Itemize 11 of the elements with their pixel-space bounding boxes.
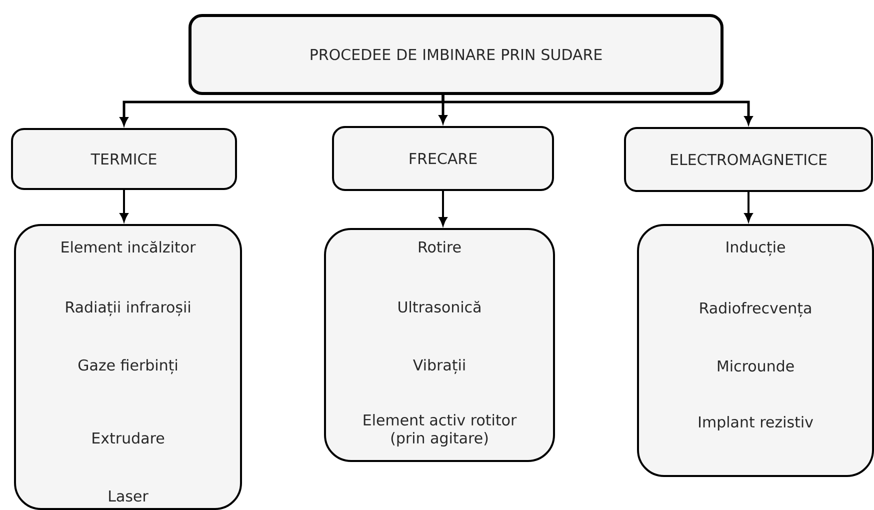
title-box: PROCEDEE DE IMBINARE PRIN SUDARE [188,14,724,95]
list-box: Rotire Ultrasonică Vibrații Element activ rotitor (prin agitare) [324,228,555,462]
category-box: FRECARE [332,126,554,191]
arrow [438,191,448,226]
list-box: Element incălzitor Radiații infraroșii Gaze fierbinți Extrudare Laser [14,224,242,510]
category-box: ELECTROMAGNETICE [624,127,873,192]
category-box: TERMICE [11,128,237,190]
arrow [120,190,128,222]
list-box: Inducție Radiofrecvența Microunde Implant rezistiv [637,224,874,477]
arrow [442,95,752,124]
arrow [744,192,753,222]
